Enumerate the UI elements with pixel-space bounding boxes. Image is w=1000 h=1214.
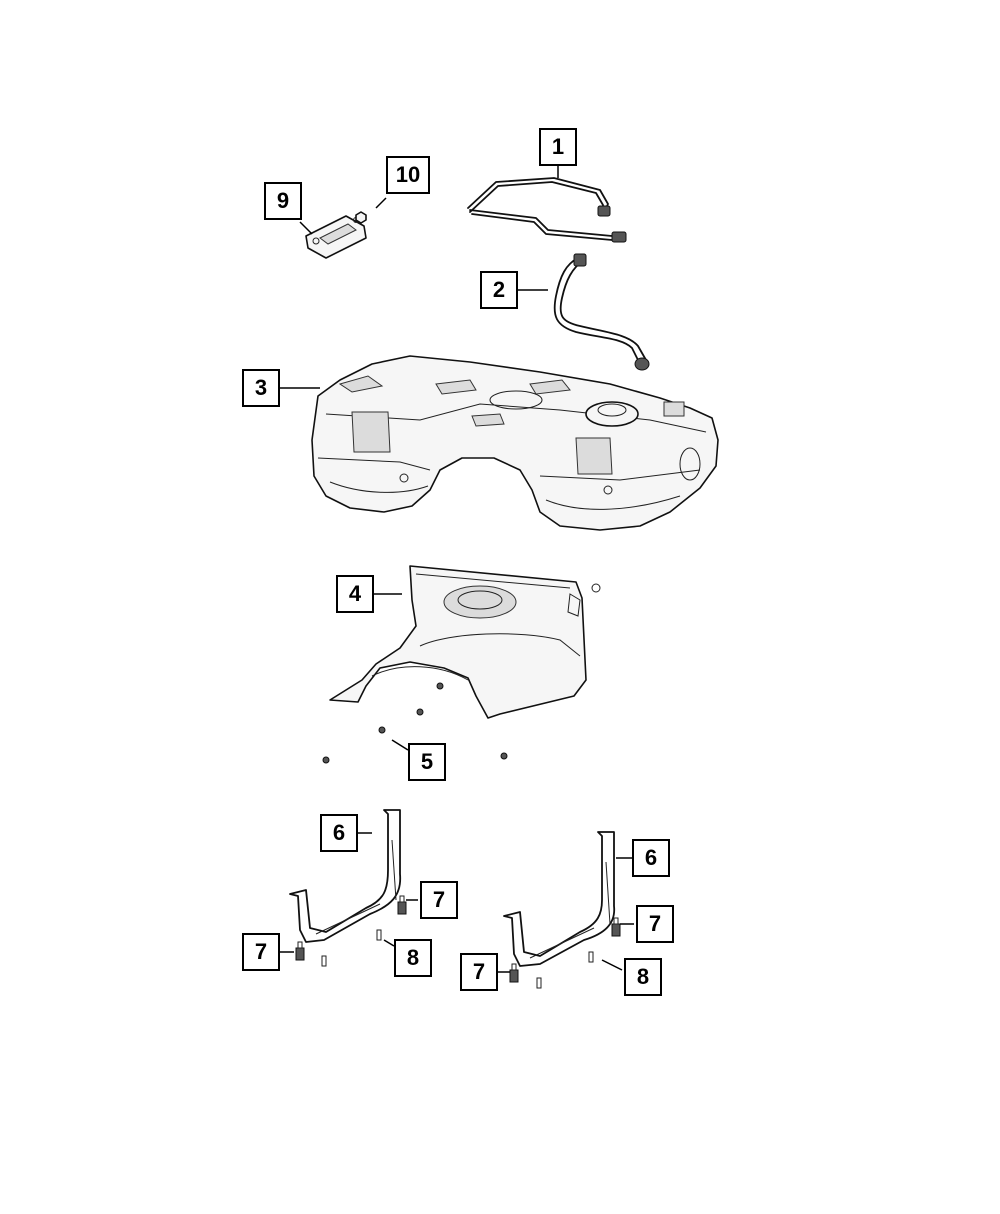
callout-1-label: 1 (551, 134, 565, 159)
part-8-stud-left[interactable] (321, 929, 382, 967)
leader-5 (391, 739, 409, 751)
callout-6-right[interactable]: 6 (632, 839, 670, 877)
callout-9-label: 9 (276, 188, 290, 213)
callout-2-label: 2 (492, 277, 506, 302)
callout-6-left-label: 6 (332, 820, 346, 845)
leader-10 (375, 197, 387, 209)
callout-4[interactable]: 4 (336, 575, 374, 613)
callout-7-b-label: 7 (254, 939, 268, 964)
part-7-bolt-c[interactable] (611, 917, 621, 937)
part-2-fuel-tube[interactable] (553, 253, 650, 371)
callout-7-d[interactable]: 7 (460, 953, 498, 991)
part-6-strap-right[interactable] (503, 831, 616, 967)
callout-5-label: 5 (420, 749, 434, 774)
callout-8-left[interactable]: 8 (394, 939, 432, 977)
callout-2[interactable]: 2 (480, 271, 518, 309)
callout-5[interactable]: 5 (408, 743, 446, 781)
callout-7-d-label: 7 (472, 959, 486, 984)
callout-9[interactable]: 9 (264, 182, 302, 220)
callout-7-c[interactable]: 7 (636, 905, 674, 943)
callout-10-label: 10 (395, 162, 421, 187)
leader-8b (601, 959, 623, 971)
part-5-clips[interactable] (322, 682, 508, 764)
callout-6-left[interactable]: 6 (320, 814, 358, 852)
part-1-wire-harness[interactable] (467, 177, 627, 243)
callout-7-a-label: 7 (432, 887, 446, 912)
part-8-stud-right[interactable] (536, 951, 594, 989)
part-10-nut[interactable] (355, 211, 367, 224)
callout-10[interactable]: 10 (386, 156, 430, 194)
callout-6-right-label: 6 (644, 845, 658, 870)
part-6-strap-left[interactable] (289, 809, 402, 943)
callout-4-label: 4 (348, 581, 362, 606)
part-7-bolt-a[interactable] (397, 895, 407, 915)
callout-7-c-label: 7 (648, 911, 662, 936)
callout-7-a[interactable]: 7 (420, 881, 458, 919)
leader-8a (383, 939, 395, 947)
callout-7-b[interactable]: 7 (242, 933, 280, 971)
callout-3[interactable]: 3 (242, 369, 280, 407)
callout-8-left-label: 8 (406, 945, 420, 970)
callout-1[interactable]: 1 (539, 128, 577, 166)
part-7-bolt-d[interactable] (509, 963, 519, 983)
part-7-bolt-b[interactable] (295, 941, 305, 961)
callout-3-label: 3 (254, 375, 268, 400)
part-9-sensor-module[interactable] (305, 215, 367, 259)
part-3-fuel-tank[interactable] (311, 355, 719, 531)
callout-8-right-label: 8 (636, 964, 650, 989)
callout-8-right[interactable]: 8 (624, 958, 662, 996)
leader-9 (299, 221, 313, 235)
part-4-heat-shield[interactable] (329, 565, 601, 719)
